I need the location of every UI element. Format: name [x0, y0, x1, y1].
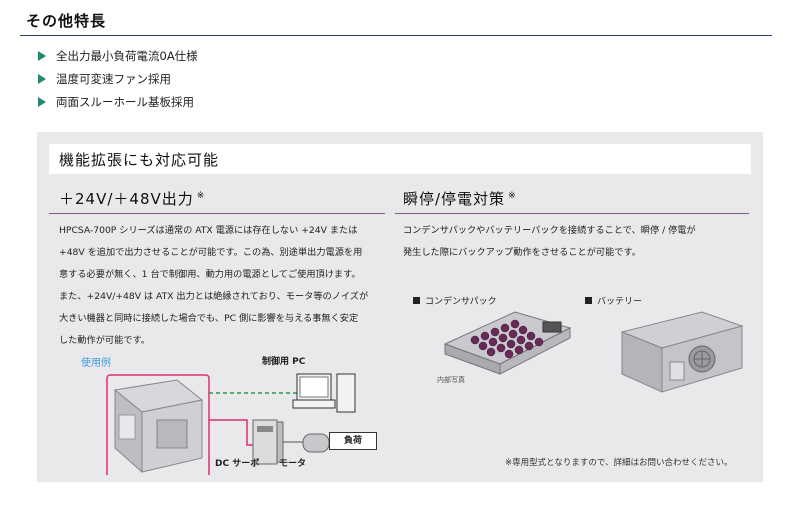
capacitor-pack-text: コンデンサパック	[425, 297, 497, 307]
right-title-text: 瞬停/停電対策	[403, 190, 506, 208]
left-body-line: した動作が可能です。	[59, 335, 150, 346]
square-bullet-icon	[413, 297, 420, 304]
motor-label: モータ	[279, 459, 307, 469]
psu-highlight	[106, 374, 210, 475]
left-title-text: ＋24V/＋48V出力	[59, 190, 194, 208]
left-body: HPCSA-700P シリーズは通常の ATX 電源には存在しない +24V ま…	[59, 220, 368, 352]
pc-label: 制御用 PC	[262, 357, 306, 367]
left-body-line: HPCSA-700P シリーズは通常の ATX 電源には存在しない +24V ま…	[59, 225, 358, 236]
triangle-bullet-icon	[38, 74, 46, 84]
triangle-bullet-icon	[38, 97, 46, 107]
usage-example-label: 使用例	[81, 358, 111, 369]
feature-item: 両面スルーホール基板採用	[38, 94, 194, 110]
left-body-line: 大きい機器と同時に接続した場合でも、PC 側に影響を与える事無く安定	[59, 313, 359, 324]
expansion-panel: 機能拡張にも対応可能 ＋24V/＋48V出力※ HPCSA-700P シリーズは…	[37, 132, 763, 482]
dc-servo-illustration	[252, 419, 284, 465]
capacitor-pack-label: コンデンサパック	[413, 294, 497, 307]
feature-label: 両面スルーホール基板採用	[56, 95, 194, 109]
battery-illustration	[620, 311, 744, 393]
pc-illustration	[292, 373, 356, 413]
left-section-rule	[49, 213, 385, 214]
page-header: その他特長	[20, 6, 772, 36]
feature-label: 全出力最小負荷電流0A仕様	[56, 49, 198, 63]
battery-label: バッテリー	[585, 294, 642, 307]
right-section-title: 瞬停/停電対策※	[403, 188, 517, 209]
footnote: ※専用型式となりますので、詳細はお問い合わせください。	[505, 458, 733, 468]
load-box: 負荷	[329, 432, 377, 450]
internal-photo-note: 内部写真	[437, 376, 465, 384]
right-body: コンデンサパックやバッテリーパックを接続することで、瞬停 / 停電が 発生した際…	[403, 220, 696, 264]
feature-item: 温度可変速ファン採用	[38, 71, 171, 87]
left-title-mark: ※	[196, 191, 206, 201]
dc-servo-label: DC サーボ	[215, 459, 260, 469]
square-bullet-icon	[585, 297, 592, 304]
triangle-bullet-icon	[38, 51, 46, 61]
right-section-rule	[395, 213, 749, 214]
usage-diagram	[106, 373, 369, 475]
right-title-mark: ※	[508, 191, 517, 201]
panel-title: 機能拡張にも対応可能	[59, 151, 220, 169]
left-body-line: 意する必要が無く、1 台で制御用、動力用の電源としてご使用頂けます。	[59, 269, 361, 280]
left-section-title: ＋24V/＋48V出力※	[59, 188, 205, 209]
servo-connection-line	[209, 419, 253, 446]
page-title: その他特長	[26, 12, 107, 30]
battery-text: バッテリー	[597, 297, 643, 307]
right-body-line: コンデンサパックやバッテリーパックを接続することで、瞬停 / 停電が	[403, 225, 696, 236]
right-body-line: 発生した際にバックアップ動作をさせることが可能です。	[403, 247, 641, 258]
left-body-line: +48V を追加で出力させることが可能です。この為、別途単出力電源を用	[59, 247, 363, 258]
feature-label: 温度可変速ファン採用	[56, 72, 171, 86]
capacitor-pack-illustration	[443, 311, 572, 375]
feature-item: 全出力最小負荷電流0A仕様	[38, 48, 198, 64]
panel-header: 機能拡張にも対応可能	[49, 144, 751, 174]
left-body-line: また、+24V/+48V は ATX 出力とは絶縁されており、モータ等のノイズが	[59, 291, 369, 302]
power-supply-illustration	[113, 379, 204, 474]
